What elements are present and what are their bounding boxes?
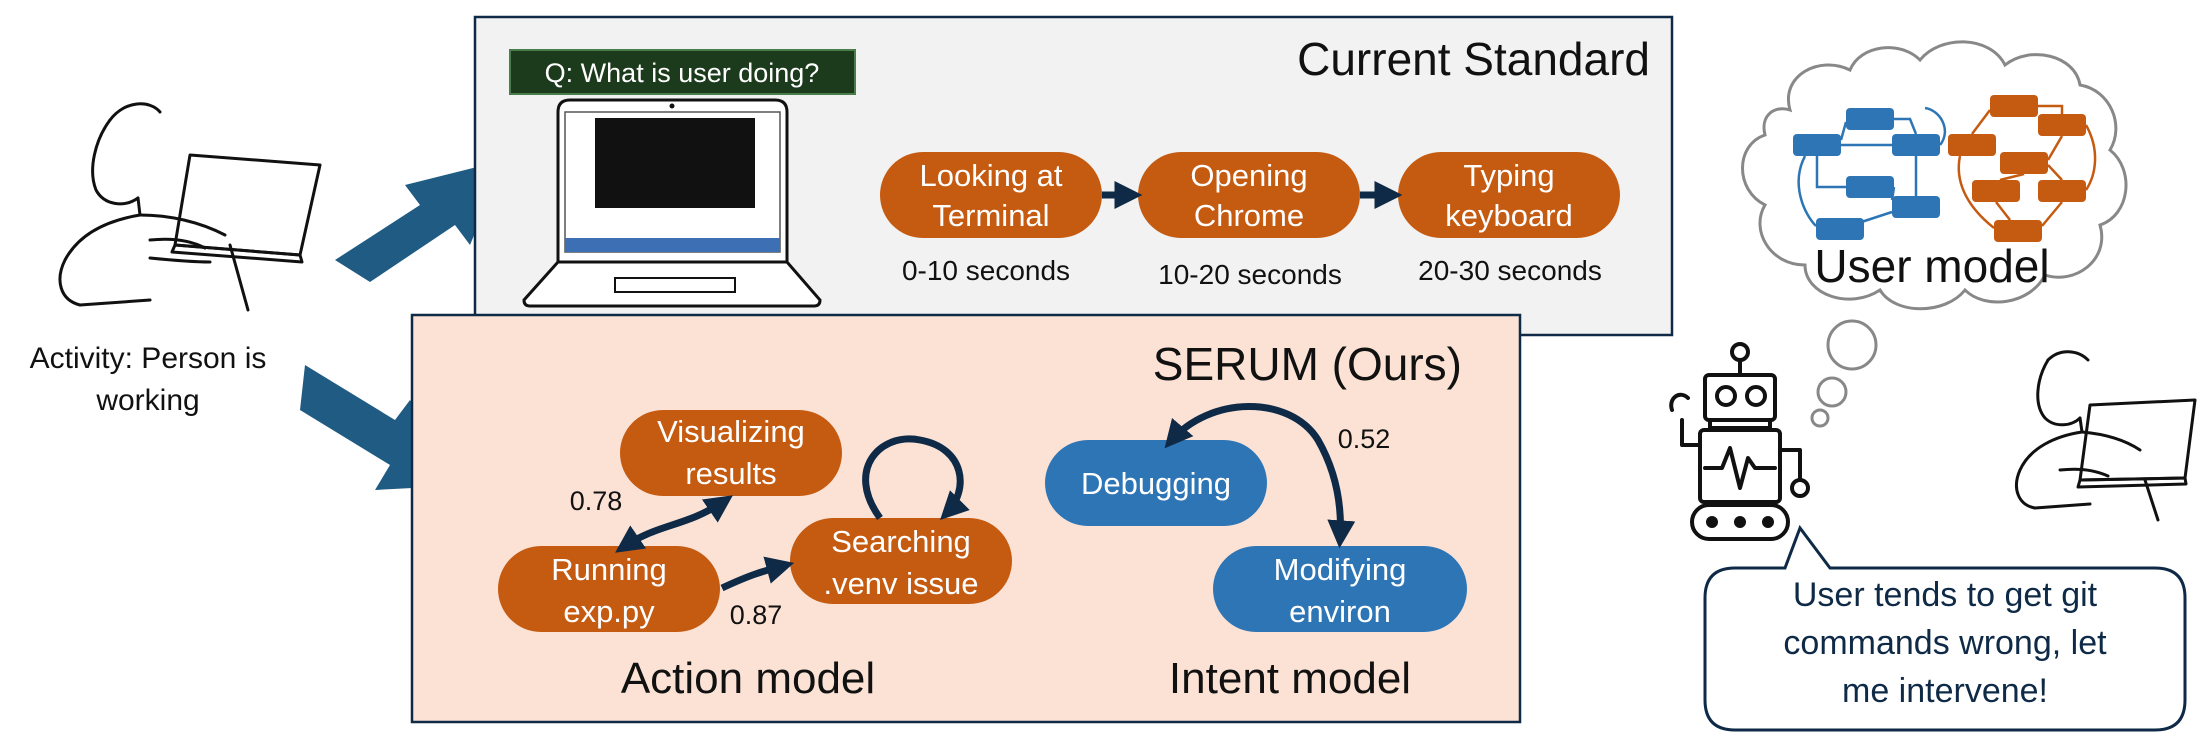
action-node-label-line2: .venv issue [823,566,978,601]
step-time-label: 10-20 seconds [1158,259,1342,290]
action-node-label-line1: Visualizing [657,414,805,449]
step-label-line1: Looking at [919,158,1062,193]
action-node-searching: Searching .venv issue [790,518,1012,604]
intent-model-label: Intent model [1169,654,1411,703]
action-edge-running-visualizing [615,495,733,553]
action-edge-running-searching [720,556,795,592]
action-edge-prob-label: 0.87 [730,600,783,630]
step-node-opening-chrome: Opening Chrome [1138,152,1360,238]
laptop-icon [522,98,822,308]
action-node-label-line2: exp.py [563,594,655,629]
action-node-running: Running exp.py [498,546,720,632]
user-model-mini-graph-orange [1948,95,2097,242]
step-label-line2: keyboard [1445,198,1573,233]
step-time-label: 0-10 seconds [902,255,1070,286]
user-model-mini-graph-blue [1793,106,1947,240]
action-node-visualizing: Visualizing results [620,410,842,496]
action-node-label-line2: results [685,456,776,491]
action-edge-searching-selfloop [862,435,970,521]
person-laptop-illustration [58,102,322,312]
step-label-line1: Opening [1190,158,1307,193]
speech-text-line2: commands wrong, let [1783,624,2107,662]
robot-illustration [1669,342,1810,541]
step-time-label: 20-30 seconds [1418,255,1602,286]
intent-node-debugging: Debugging [1045,440,1267,526]
intent-node-label-line1: Debugging [1081,466,1231,501]
serum-title: SERUM (Ours) [1153,338,1462,390]
arrow-to-current-standard [335,160,505,282]
thought-cloud [1741,40,2128,428]
intent-node-modifying: Modifying environ [1213,546,1467,632]
step-node-looking-terminal: Looking at Terminal [880,152,1102,238]
activity-label-line2: working [95,384,199,417]
step-node-typing-keyboard: Typing keyboard [1398,152,1620,238]
step-label-line2: Chrome [1194,198,1304,233]
speech-text-line1: User tends to get git [1793,576,2098,614]
intent-edge-debugging-modifying [1164,403,1356,549]
intent-node-label-line2: environ [1289,594,1391,629]
action-edge-prob-label: 0.78 [570,486,623,516]
question-text: Q: What is user doing? [545,58,820,88]
current-standard-title: Current Standard [1297,33,1650,85]
step-label-line2: Terminal [932,198,1049,233]
speech-bubble [1703,524,2187,732]
action-node-label-line1: Searching [831,524,971,559]
action-node-label-line1: Running [551,552,666,587]
question-box [509,49,856,95]
speech-text-line3: me intervene! [1842,672,2048,710]
action-model-label: Action model [621,654,875,703]
step-label-line1: Typing [1463,158,1554,193]
user-model-label: User model [1814,240,2049,292]
intent-edge-prob-label: 0.52 [1338,424,1391,454]
activity-label-line1: Activity: Person is [30,342,267,375]
user-laptop-illustration [2015,350,2197,522]
intent-node-label-line1: Modifying [1274,552,1407,587]
